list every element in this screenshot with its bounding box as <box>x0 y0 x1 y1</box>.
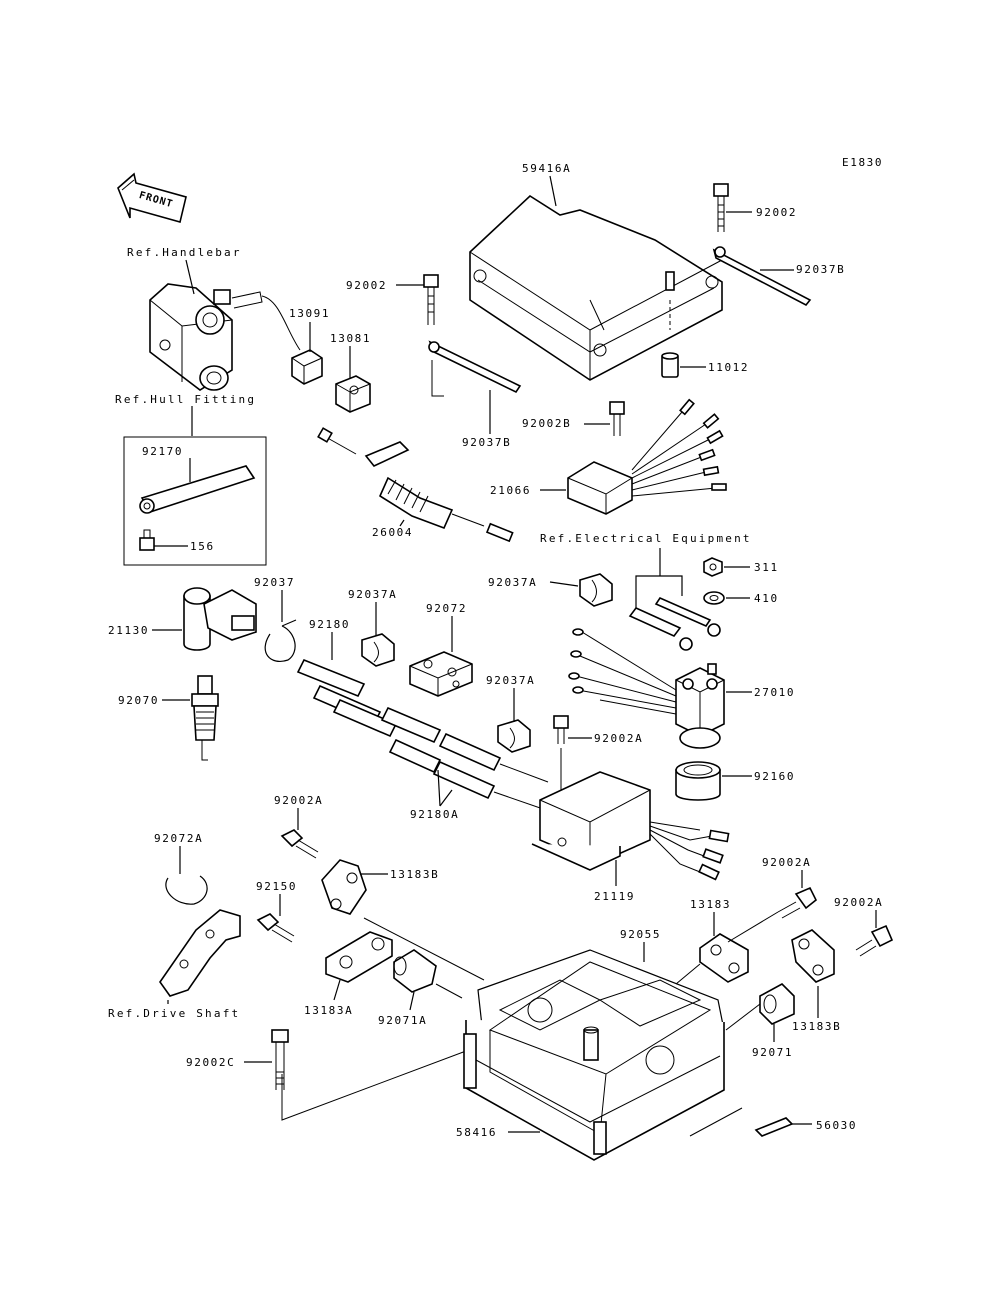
label-92037: 92037 <box>254 576 295 589</box>
label-13183A: 13183A <box>304 1004 353 1017</box>
clip-92037 <box>264 619 297 662</box>
label-92002A-r2: 92002A <box>834 896 883 909</box>
leader-lines <box>281 917 485 1121</box>
bolt-92002A-r2 <box>855 924 894 957</box>
nut-311 <box>703 557 723 577</box>
ref-electrical-equipment: Ref.Electrical Equipment <box>540 532 752 545</box>
relay-27010 <box>568 628 725 749</box>
bracket-13183B-right <box>791 929 835 983</box>
label-58416: 58416 <box>456 1126 497 1139</box>
label-92055: 92055 <box>620 928 661 941</box>
label-92002B: 92002B <box>522 417 571 430</box>
washer-410 <box>703 591 725 605</box>
label-13183B-right: 13183B <box>792 1020 841 1033</box>
bolt-92002B <box>609 401 625 436</box>
box-58416 <box>463 961 725 1161</box>
cover-59416A <box>469 194 723 381</box>
label-13081: 13081 <box>330 332 371 345</box>
regulator-21066 <box>567 398 727 515</box>
label-92150: 92150 <box>256 880 297 893</box>
bolt-92150 <box>256 913 295 943</box>
label-92037B-mid: 92037B <box>462 436 511 449</box>
label-92002A-r1: 92002A <box>762 856 811 869</box>
grommet-92071A <box>393 949 437 993</box>
collar-11012 <box>661 271 679 378</box>
label-410: 410 <box>754 592 779 605</box>
electrical-leads <box>628 596 721 651</box>
bolt-92002A-r1 <box>777 886 818 919</box>
ref-hull-fitting: Ref.Hull Fitting <box>115 393 256 406</box>
label-92002-top: 92002 <box>756 206 797 219</box>
grommet-13081 <box>335 375 371 413</box>
bolt-156 <box>139 529 155 551</box>
label-156: 156 <box>190 540 215 553</box>
bracket-92170 <box>139 465 256 514</box>
label-56030: 56030 <box>816 1119 857 1132</box>
bracket-13183B-left <box>321 859 367 915</box>
label-13091: 13091 <box>289 307 330 320</box>
label-11012: 11012 <box>708 361 749 374</box>
label-92170: 92170 <box>142 445 183 458</box>
tubes-92180 <box>296 658 549 811</box>
label-21130: 21130 <box>108 624 149 637</box>
front-arrow-icon: FRONT <box>117 172 187 223</box>
spark-plug-92070 <box>191 675 219 761</box>
label-21066: 21066 <box>490 484 531 497</box>
label-92071A: 92071A <box>378 1014 427 1027</box>
label-92180A: 92180A <box>410 808 459 821</box>
ref-handlebar: Ref.Handlebar <box>127 246 242 259</box>
plug-cap-21130 <box>183 587 257 651</box>
clamp-92037A-2 <box>361 633 395 667</box>
label-59416A: 59416A <box>522 162 571 175</box>
label-92070: 92070 <box>118 694 159 707</box>
label-13183B-left: 13183B <box>390 868 439 881</box>
label-92037A-3: 92037A <box>486 674 535 687</box>
strap-92037B-mid <box>428 340 522 397</box>
ref-drive-shaft: Ref.Drive Shaft <box>108 1007 240 1020</box>
label-21119: 21119 <box>594 890 635 903</box>
diagram-code: E1830 <box>842 156 883 169</box>
bolt-92002-left <box>423 274 439 325</box>
label-27010: 27010 <box>754 686 795 699</box>
label-26004: 26004 <box>372 526 413 539</box>
label-92002A-mid: 92002A <box>594 732 643 745</box>
cap-92160 <box>675 761 721 801</box>
bolt-92002-top <box>713 183 729 232</box>
clamp-92037A-3 <box>497 719 531 753</box>
bolt-92002C <box>271 1029 289 1090</box>
label-92002A-left: 92002A <box>274 794 323 807</box>
clamp-92037A-1 <box>579 573 613 607</box>
drive-shaft-bracket <box>159 909 241 997</box>
label-311: 311 <box>754 561 779 574</box>
strap-92037B-right <box>712 246 812 307</box>
bolt-92002A-left <box>280 829 319 859</box>
block-92072 <box>409 651 473 697</box>
plate-13183A <box>325 931 393 983</box>
label-92072: 92072 <box>426 602 467 615</box>
cable-26004 <box>317 427 514 543</box>
label-92072A: 92072A <box>154 832 203 845</box>
label-13183: 13183 <box>690 898 731 911</box>
grommet-92071 <box>759 983 795 1025</box>
label-92180: 92180 <box>309 618 350 631</box>
clip-92072A <box>165 875 208 905</box>
label-92160: 92160 <box>754 770 795 783</box>
label-92002C: 92002C <box>186 1056 235 1069</box>
grommet-13091 <box>291 349 323 385</box>
hull-fitting-box <box>123 436 267 566</box>
seal-56030 <box>754 1117 794 1137</box>
label-92037A-2: 92037A <box>348 588 397 601</box>
label-92037A-1: 92037A <box>488 576 537 589</box>
bracket-13183 <box>699 933 749 983</box>
label-92002-left: 92002 <box>346 279 387 292</box>
label-92037B-right: 92037B <box>796 263 845 276</box>
coil-21119 <box>531 771 730 881</box>
label-92071: 92071 <box>752 1046 793 1059</box>
handlebar-switch <box>149 283 301 391</box>
